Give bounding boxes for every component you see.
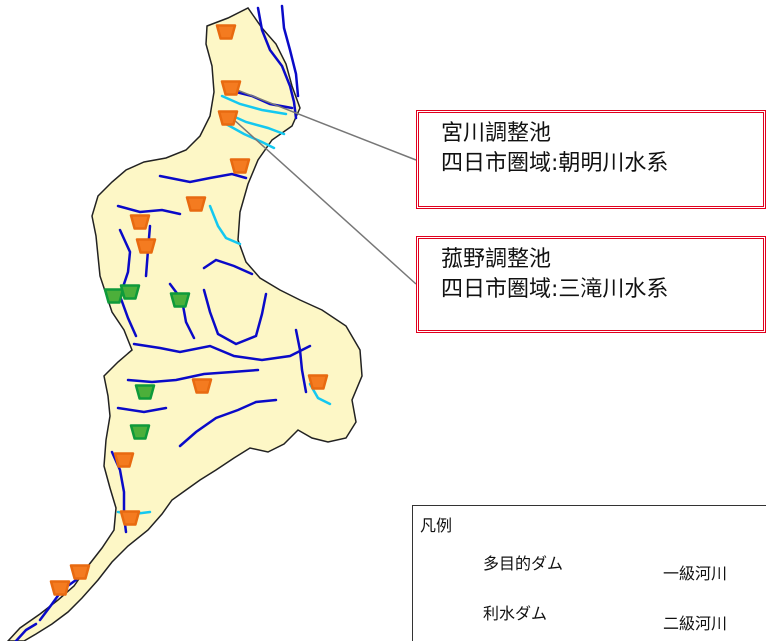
multipurpose-dam-marker — [169, 292, 191, 308]
water-use-dam-marker — [119, 510, 141, 526]
callout-title: 菰野調整池 — [441, 247, 552, 272]
leader-line-miyagawa — [231, 87, 417, 161]
water-use-dam-marker — [69, 564, 91, 580]
multipurpose-dam-marker — [103, 288, 125, 304]
legend-multipurpose-dam-label: 多目的ダム — [483, 554, 564, 573]
water-use-dam-marker — [135, 238, 157, 254]
water-use-dam-marker — [185, 196, 207, 212]
callout-detail: 四日市圏域:三滝川水系 — [441, 277, 669, 302]
water-use-dam-marker — [229, 158, 251, 174]
land-area — [6, 7, 363, 641]
legend: 凡例 多目的ダム 利水ダム 一級河川 二級河川 — [412, 505, 766, 641]
dam-markers — [49, 24, 329, 596]
water-use-dam-marker — [215, 24, 237, 40]
multipurpose-dam-marker — [134, 384, 156, 400]
water-use-dam-marker — [220, 80, 242, 96]
leader-line-komono — [231, 117, 417, 285]
callout-detail: 四日市圏域:朝明川水系 — [441, 151, 669, 176]
water-use-dam-marker — [49, 580, 71, 596]
water-use-dam-marker — [307, 374, 329, 390]
callout-komono-reservoir: 菰野調整池 四日市圏域:三滝川水系 — [416, 236, 766, 333]
legend-water-use-dam-label: 利水ダム — [483, 604, 548, 623]
water-use-dam-marker — [129, 214, 151, 230]
multipurpose-dam-marker — [129, 424, 151, 440]
legend-title: 凡例 — [420, 516, 453, 535]
water-use-dam-marker — [113, 452, 135, 468]
callout-miyagawa-reservoir: 宮川調整池 四日市圏域:朝明川水系 — [416, 110, 766, 209]
water-use-dam-marker — [191, 378, 213, 394]
water-use-dam-marker — [217, 110, 239, 126]
legend-class1-river-label: 一級河川 — [663, 564, 728, 583]
callout-title: 宮川調整池 — [441, 121, 552, 146]
legend-class2-river-label: 二級河川 — [663, 614, 728, 633]
multipurpose-dam-marker — [119, 284, 141, 300]
